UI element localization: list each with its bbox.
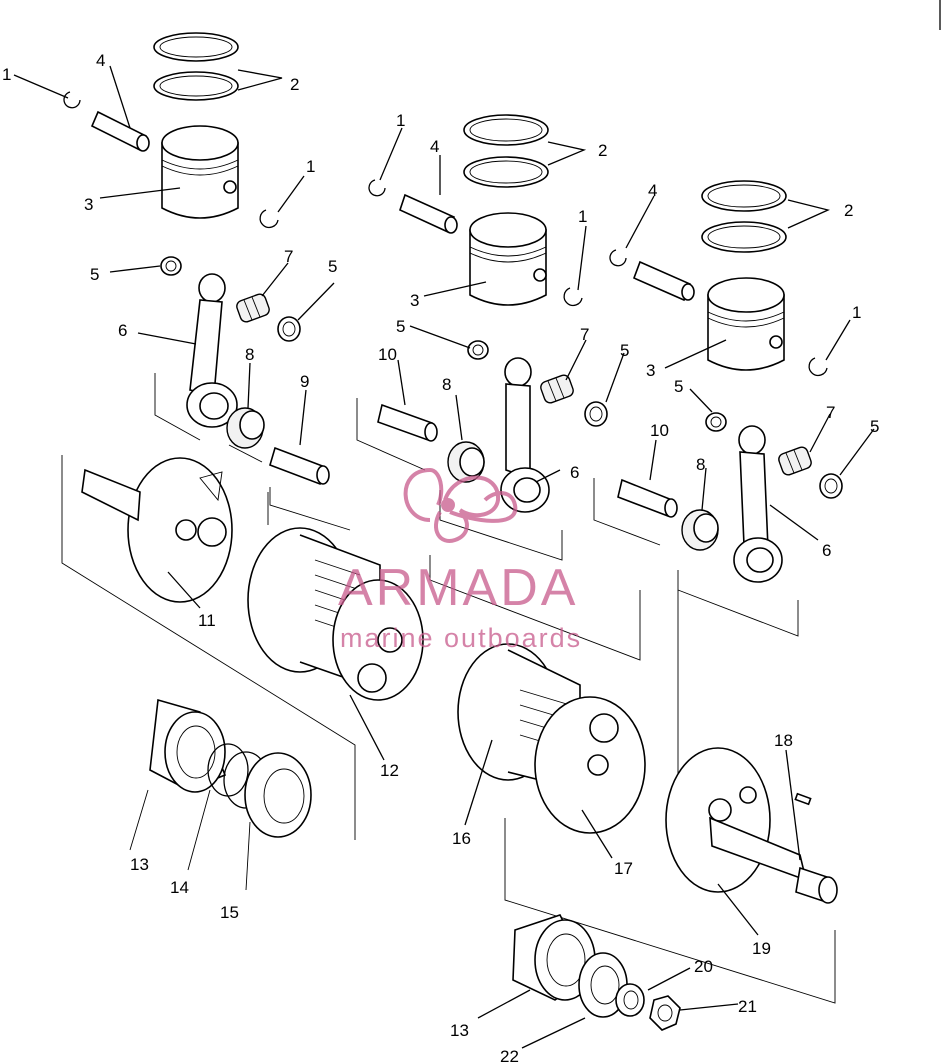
circlip (563, 287, 583, 307)
connecting-rod (500, 357, 550, 513)
callout-4: 4 (430, 137, 439, 156)
callout-labels: 1 4 2 3 1 5 7 5 6 8 9 11 12 13 14 15 1 4… (2, 51, 879, 1063)
callout-4: 4 (96, 51, 105, 70)
callout-18: 18 (774, 731, 793, 750)
needle-bearing (778, 446, 812, 476)
thrust-washer (277, 316, 301, 342)
piston-ring (153, 71, 239, 101)
callout-7: 7 (580, 325, 589, 344)
needle-bearing (236, 293, 270, 323)
callout-5: 5 (328, 257, 337, 276)
needle-bearing (681, 509, 719, 551)
callout-3: 3 (646, 361, 655, 380)
main-bearing (244, 752, 312, 838)
callout-8: 8 (696, 455, 705, 474)
callout-5: 5 (396, 317, 405, 336)
right-piston-group (504, 180, 843, 1004)
callout-5: 5 (870, 417, 879, 436)
watermark-brand: ARMADA (338, 559, 578, 617)
needle-bearing (540, 374, 574, 404)
circlip (368, 179, 386, 197)
thrust-washer (584, 401, 608, 427)
piston (161, 142, 239, 219)
piston (469, 229, 547, 306)
watermark-tagline: marine outboards (340, 623, 582, 653)
callout-2: 2 (844, 201, 853, 220)
callout-22: 22 (500, 1047, 519, 1063)
armada-watermark: ARMADA marine outboards (338, 467, 582, 653)
crank-web (81, 457, 233, 603)
armada-propeller-logo (403, 467, 518, 543)
circlip (609, 249, 627, 267)
callout-13: 13 (450, 1021, 469, 1040)
callout-5: 5 (620, 341, 629, 360)
callout-6: 6 (822, 541, 831, 560)
callout-19: 19 (752, 939, 771, 958)
callout-15: 15 (220, 903, 239, 922)
crank-web (457, 643, 646, 834)
callout-4: 4 (648, 181, 657, 200)
callout-2: 2 (290, 75, 299, 94)
leader-lines (13, 65, 875, 1049)
callout-1: 1 (306, 157, 315, 176)
circlip (63, 91, 81, 109)
circlip (259, 209, 279, 229)
thrust-washer (705, 412, 727, 432)
callout-3: 3 (410, 291, 419, 310)
thrust-washer (160, 256, 182, 276)
callout-10: 10 (650, 421, 669, 440)
callout-12: 12 (380, 761, 399, 780)
callout-17: 17 (614, 859, 633, 878)
woodruff-key (794, 792, 812, 806)
callout-5: 5 (90, 265, 99, 284)
callout-21: 21 (738, 997, 757, 1016)
thrust-washer (819, 473, 843, 499)
callout-11: 11 (198, 611, 216, 630)
center-piston-group (247, 114, 646, 834)
left-bearing-group (129, 698, 312, 891)
callout-8: 8 (442, 375, 451, 394)
connecting-rod (733, 425, 783, 583)
callout-1: 1 (396, 111, 405, 130)
piston (707, 294, 785, 371)
callout-13: 13 (130, 855, 149, 874)
hex-nut (649, 995, 681, 1031)
needle-bearing (226, 407, 265, 449)
callout-10: 10 (378, 345, 397, 364)
washer (615, 983, 645, 1017)
callout-7: 7 (826, 403, 835, 422)
callout-6: 6 (118, 321, 127, 340)
crank-pin (617, 478, 673, 518)
callout-9: 9 (300, 372, 309, 391)
crank-web (247, 527, 424, 701)
callout-16: 16 (452, 829, 471, 848)
thrust-washer (467, 340, 489, 360)
piston-ring (153, 32, 239, 62)
crank-pin (377, 403, 433, 442)
callout-1: 1 (578, 207, 587, 226)
callout-14: 14 (170, 878, 189, 897)
callout-20: 20 (694, 957, 713, 976)
callout-2: 2 (598, 141, 607, 160)
callout-5: 5 (674, 377, 683, 396)
callout-6: 6 (570, 463, 579, 482)
callout-8: 8 (245, 345, 254, 364)
callout-1: 1 (852, 303, 861, 322)
callout-1: 1 (2, 65, 11, 84)
left-piston-group (61, 32, 356, 840)
callout-3: 3 (84, 195, 93, 214)
piston-pin (632, 260, 692, 302)
connecting-rod (186, 273, 238, 428)
callout-7: 7 (284, 247, 293, 266)
needle-bearing (447, 441, 485, 483)
crankshaft-end (665, 747, 838, 904)
circlip (808, 357, 828, 377)
right-bearing-group (512, 914, 681, 1031)
crank-pin (269, 446, 326, 486)
